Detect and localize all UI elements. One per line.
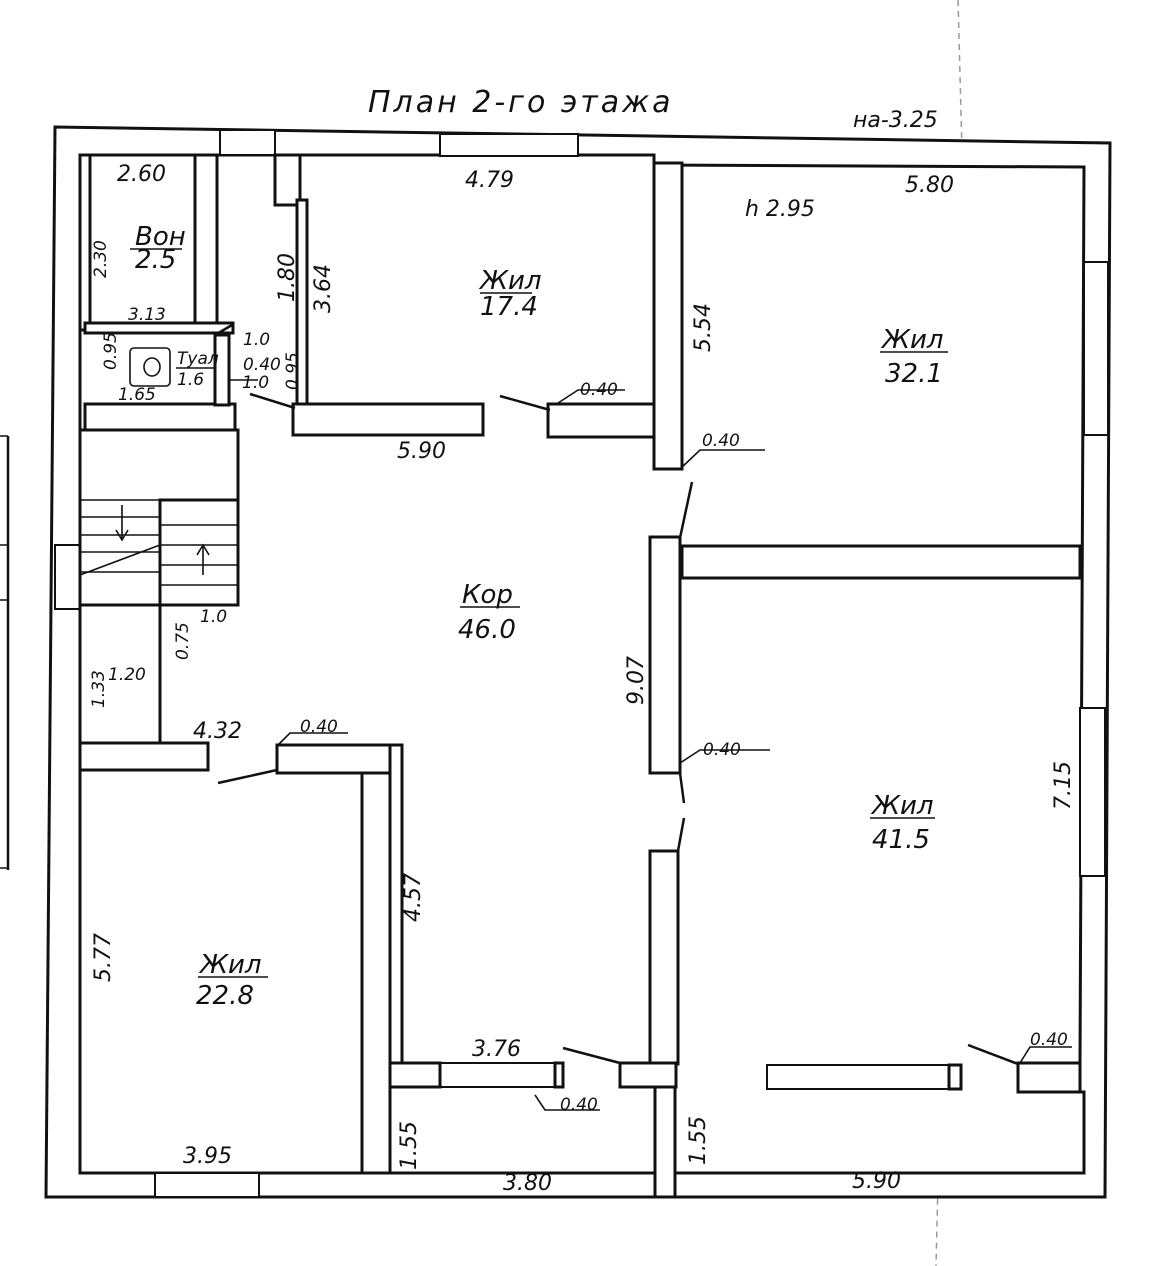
room-area: 41.5 — [872, 825, 930, 855]
dim-label: 1.80 — [275, 253, 300, 302]
room-name: Вон — [135, 222, 186, 252]
room-name: Жил — [880, 325, 944, 355]
dim-label: 5.90 — [852, 1169, 901, 1194]
dim-label: 4.57 — [401, 873, 426, 922]
dim-label: 7.15 — [1051, 761, 1076, 810]
dim-label: 1.33 — [89, 670, 109, 708]
room-area: 1.6 — [177, 370, 204, 390]
dim-label: 0.40 — [1030, 1030, 1068, 1050]
room-area: 46.0 — [458, 615, 516, 645]
room-name: Жил — [870, 791, 934, 821]
dim-label: 3.64 — [311, 264, 336, 313]
room-name: Жил — [198, 950, 262, 980]
dim-label: 0.40 — [702, 431, 740, 451]
dim-label: 0.75 — [173, 622, 193, 660]
door-swings — [214, 323, 1019, 1066]
room-name: Туал — [177, 349, 219, 369]
room-name: Жил — [478, 266, 542, 296]
room-area: 17.4 — [480, 292, 538, 322]
room-area: 22.8 — [196, 981, 254, 1011]
dim-label: 9.07 — [624, 656, 649, 705]
dim-label: 1.65 — [118, 385, 156, 405]
dim-label: 0.40 — [580, 380, 618, 400]
dimension-leaders — [130, 248, 1072, 1111]
room-labels: Вон 2.5 Туал 1.6 Жил 17.4 Жил 32.1 Кор 4… — [135, 222, 944, 1011]
interior-walls — [78, 153, 1082, 1199]
dim-label: 3.13 — [128, 305, 166, 325]
toilet-fixture — [129, 347, 171, 387]
dim-label: 4.79 — [465, 168, 514, 193]
dim-label: 3.95 — [183, 1144, 232, 1169]
dim-label: 1.55 — [686, 1116, 711, 1165]
dim-label: 5.90 — [397, 439, 446, 464]
dim-label: 1.0 — [242, 373, 269, 393]
plan-title: План 2-го этажа — [368, 85, 674, 120]
dim-label: 0.95 — [283, 352, 303, 390]
dim-label: 3.76 — [472, 1037, 521, 1062]
dim-label: 1.20 — [108, 665, 146, 685]
dim-label: 3.80 — [503, 1171, 552, 1196]
dim-label: 1.55 — [397, 1121, 422, 1170]
dim-label: 0.95 — [101, 332, 121, 370]
dimension-labels: 2.60 2.30 3.13 1.80 3.64 4.79 5.80 5.54 … — [89, 162, 1076, 1196]
dim-label: 1.0 — [200, 607, 227, 627]
room-name: Кор — [462, 580, 513, 610]
dim-label: 2.60 — [117, 162, 166, 187]
windows — [54, 129, 1109, 1198]
dim-label: 5.80 — [905, 173, 954, 198]
room-area: 32.1 — [885, 359, 943, 389]
dim-label: 0.40 — [560, 1095, 598, 1115]
dim-label: 2.30 — [91, 240, 111, 278]
room-area: 2.5 — [135, 245, 176, 275]
dim-label: 0.40 — [300, 717, 338, 737]
dim-label: 4.32 — [193, 719, 242, 744]
ceiling-height: h 2.95 — [745, 197, 815, 222]
dim-label: 1.0 — [243, 330, 270, 350]
level-mark: на-3.25 — [853, 108, 938, 133]
dim-label: 0.40 — [243, 355, 281, 375]
dim-label: 0.40 — [703, 740, 741, 760]
dim-label: 5.54 — [691, 303, 716, 352]
dim-label: 5.77 — [91, 933, 116, 982]
